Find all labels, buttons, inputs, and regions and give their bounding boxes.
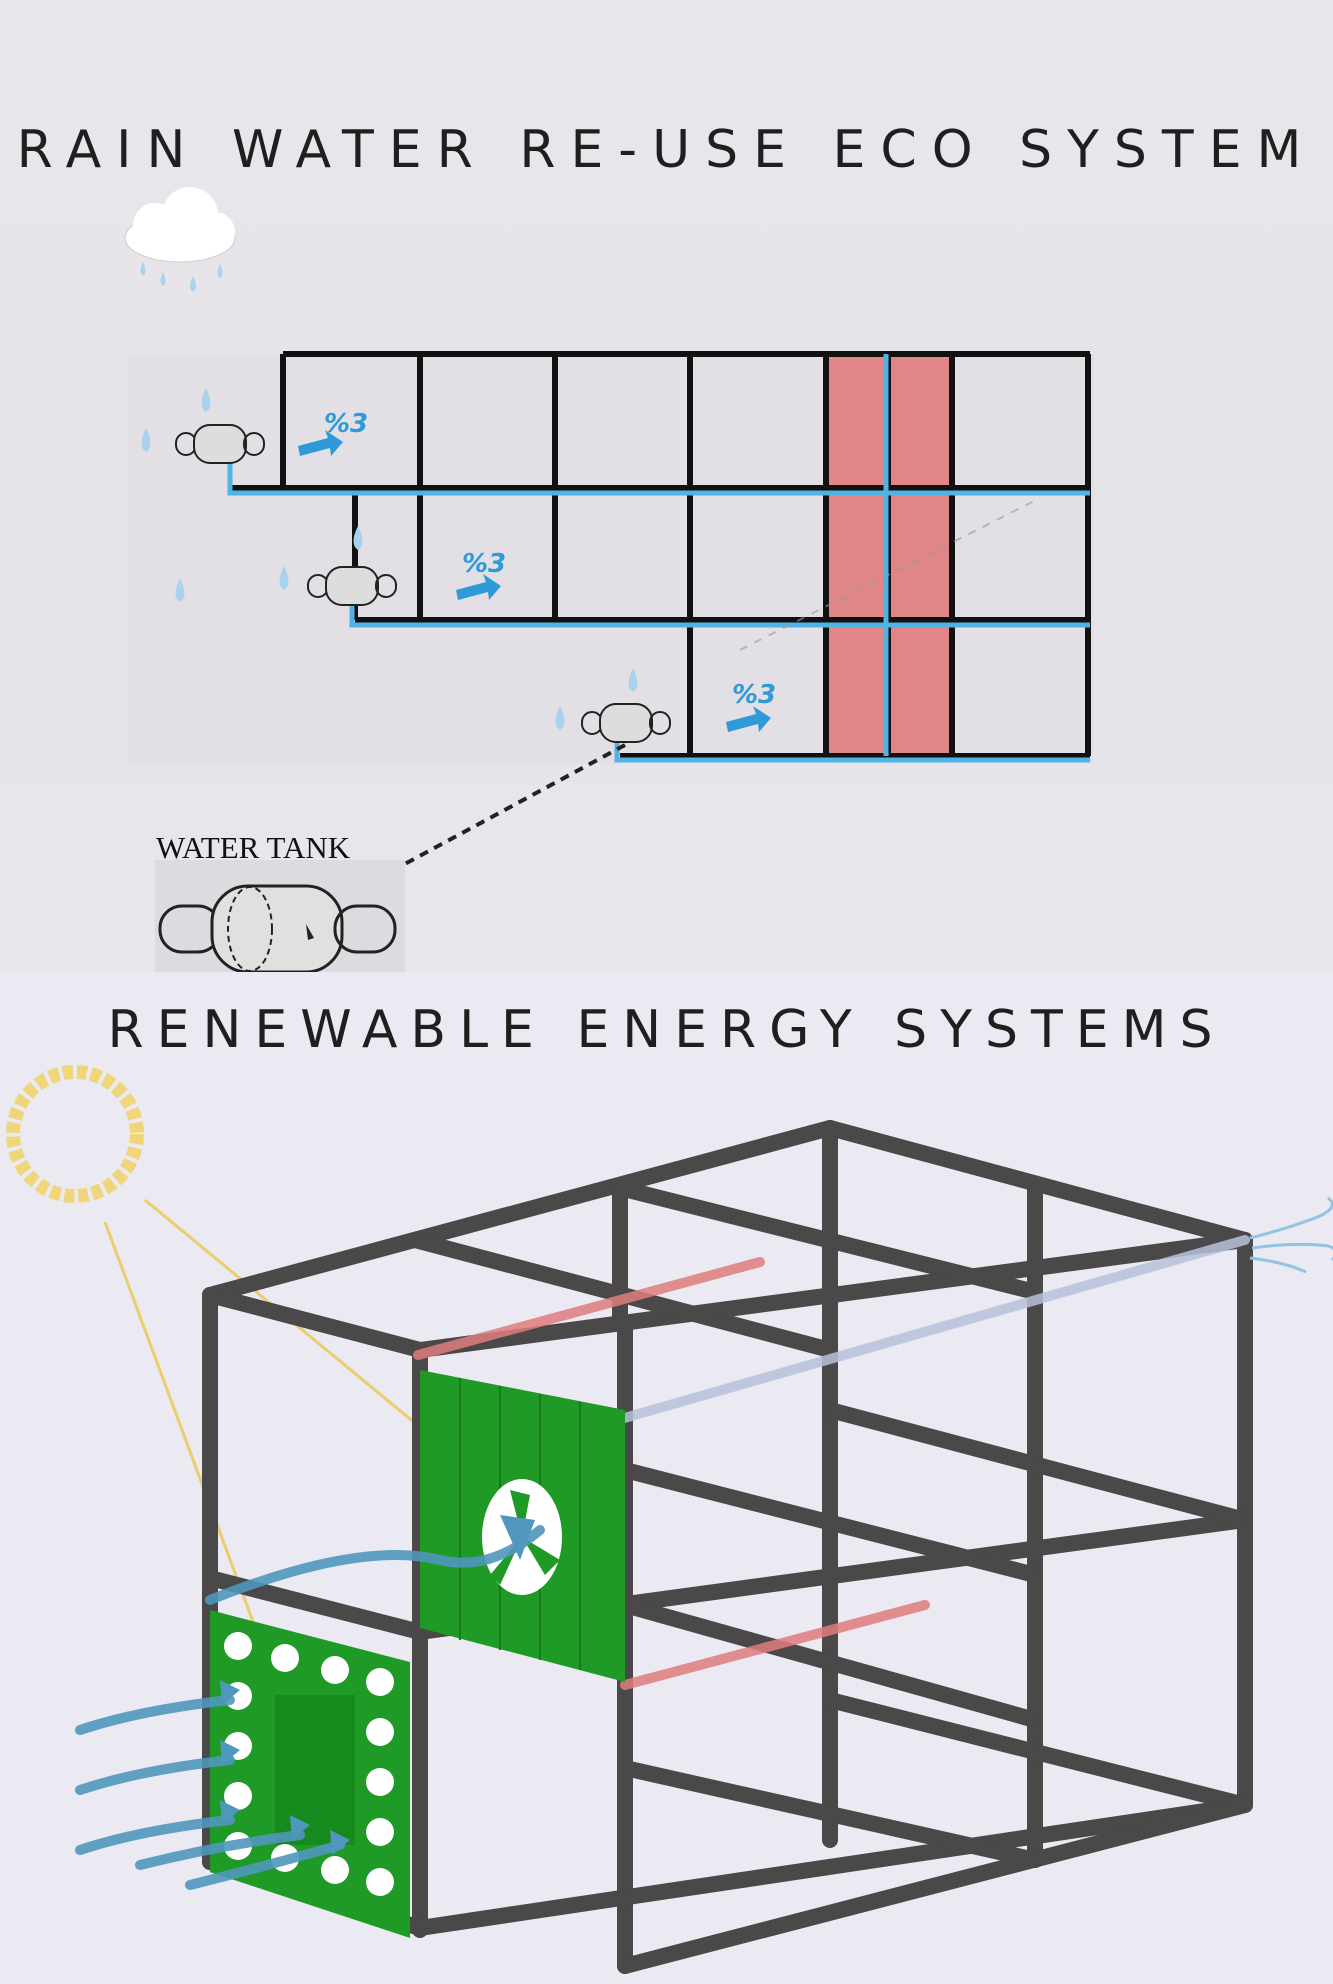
sun-icon bbox=[6, 1065, 144, 1203]
water-tank-icon bbox=[307, 566, 397, 606]
arrow-right-icon bbox=[298, 430, 771, 732]
water-tank-icon bbox=[581, 703, 671, 743]
wind-icon bbox=[1249, 1196, 1333, 1274]
green-panel-vents bbox=[210, 1610, 410, 1938]
flow-label: %3 bbox=[732, 680, 776, 710]
water-tank-label: WATER TANK bbox=[156, 830, 351, 865]
section-title-renewable-energy: RENEWABLE ENERGY SYSTEMS bbox=[107, 1000, 1226, 1060]
arrow-right-icon bbox=[220, 1515, 535, 1855]
water-drop-icon bbox=[141, 388, 638, 730]
rain-water-section: RAIN WATER RE-USE ECO SYSTEM bbox=[0, 0, 1333, 972]
flow-label: %3 bbox=[324, 409, 368, 439]
section-title-rain-water: RAIN WATER RE-USE ECO SYSTEM bbox=[16, 120, 1317, 180]
cloud-rain-icon bbox=[124, 187, 236, 292]
rain-water-diagram: %3 %3 %3 WATER TANK bbox=[124, 187, 1094, 972]
renewable-energy-diagram bbox=[6, 1065, 1333, 1974]
air-flow-arrows bbox=[75, 1525, 545, 1890]
flow-label: %3 bbox=[462, 549, 506, 579]
water-tank-icon bbox=[158, 884, 397, 972]
renewable-energy-section: RENEWABLE ENERGY SYSTEMS bbox=[0, 972, 1333, 1984]
water-tank-icon bbox=[175, 424, 265, 464]
heat-pipes bbox=[413, 1235, 1250, 1690]
